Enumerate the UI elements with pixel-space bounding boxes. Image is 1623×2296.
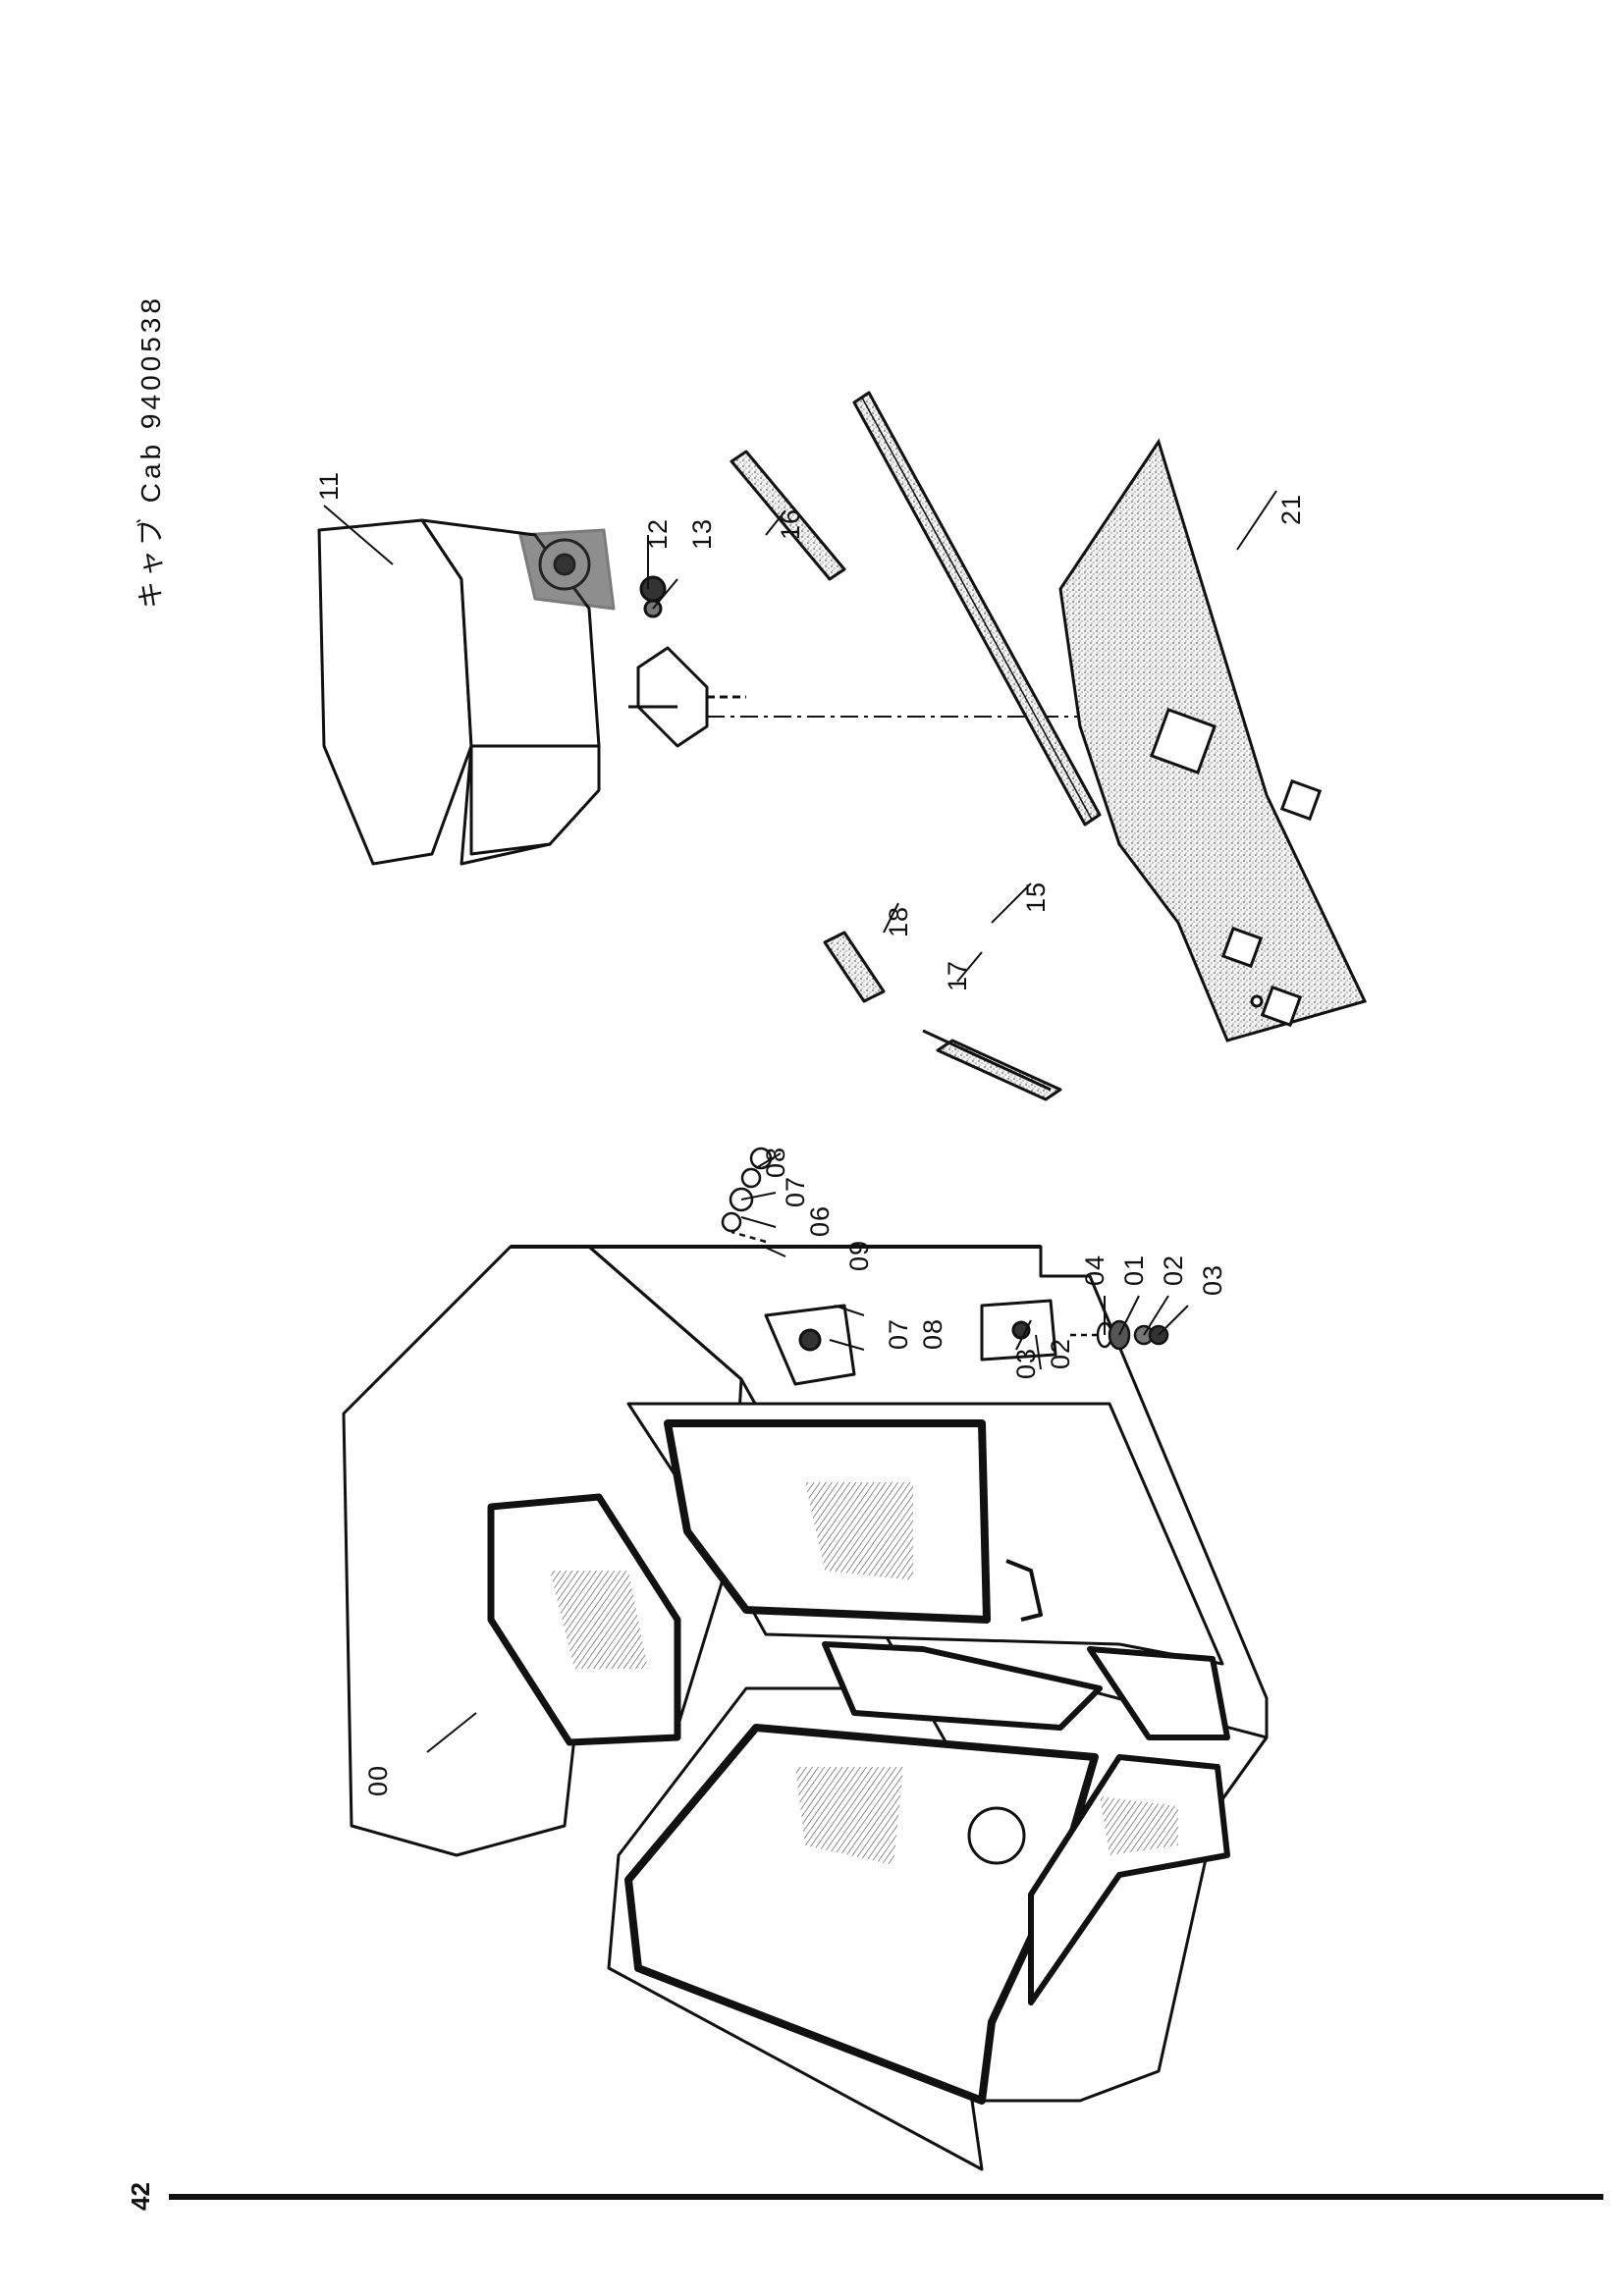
callout-02-upper: 02 — [1159, 1254, 1188, 1286]
floor-mat — [1058, 438, 1368, 1042]
callout-00: 00 — [363, 1764, 393, 1796]
leader-lines — [323, 490, 1277, 1753]
seat — [317, 518, 1159, 866]
callout-09: 09 — [844, 1239, 874, 1271]
cab-assembly — [342, 1245, 1269, 2171]
callout-12: 12 — [643, 517, 673, 550]
callout-11: 11 — [314, 470, 344, 501]
callout-21: 21 — [1276, 493, 1306, 525]
callout-18: 18 — [884, 905, 913, 937]
page-number: 42 — [126, 2182, 155, 2211]
callout-08-lower: 08 — [918, 1317, 947, 1350]
page-title: キャブ Cab 9400538 — [135, 294, 166, 609]
callout-17: 17 — [943, 959, 972, 991]
callout-04: 04 — [1080, 1254, 1109, 1286]
callout-13: 13 — [687, 517, 717, 550]
rails — [730, 391, 1102, 1101]
callout-03-upper: 03 — [1198, 1263, 1227, 1296]
callout-02-lower: 02 — [1046, 1337, 1075, 1369]
callout-07-lower: 07 — [884, 1317, 913, 1350]
callout-08-upper: 08 — [761, 1146, 790, 1178]
callout-16: 16 — [776, 507, 805, 540]
callout-07-upper: 07 — [781, 1175, 810, 1207]
callout-15: 15 — [1021, 881, 1051, 913]
callout-03-lower: 03 — [1011, 1347, 1041, 1379]
callout-01: 01 — [1119, 1254, 1149, 1286]
callout-06: 06 — [805, 1204, 835, 1237]
